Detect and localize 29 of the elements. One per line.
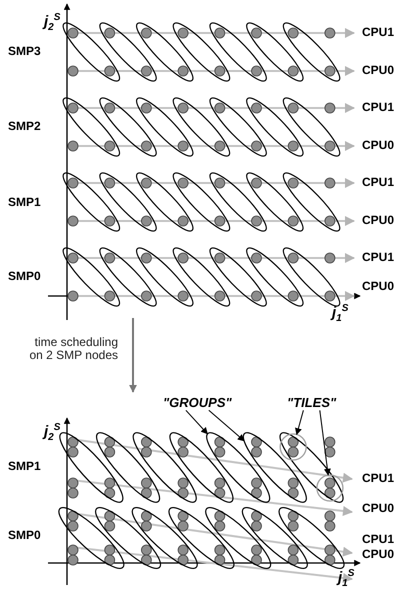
callout-text: "GROUPS" — [163, 396, 232, 410]
leader-line — [295, 410, 304, 436]
cpu-label: CPU0 — [362, 139, 394, 152]
leader-line — [208, 410, 245, 442]
tile-circle — [280, 433, 307, 461]
cpu-label: CPU0 — [362, 214, 394, 228]
leader-line — [319, 410, 331, 476]
cpu-label: CPU1 — [362, 533, 394, 546]
leader-line — [185, 410, 208, 434]
cpu-label: CPU0 — [362, 280, 394, 294]
row-label: SMP0 — [8, 270, 41, 284]
row-label: SMP1 — [8, 196, 41, 210]
cpu-label: CPU1 — [362, 26, 394, 40]
cpu-label: CPU0 — [362, 502, 394, 516]
cpu-label: CPU0 — [362, 548, 394, 562]
row-label: SMP1 — [8, 460, 41, 474]
cpu-label: CPU1 — [362, 472, 394, 486]
group-ellipse — [206, 432, 270, 503]
note-text: time scheduling on 2 SMP nodes — [28, 336, 118, 362]
group-ellipse — [242, 432, 307, 503]
cpu-label: CPU1 — [362, 176, 394, 190]
cpu-label: CPU1 — [362, 101, 394, 114]
cpu-label: CPU0 — [362, 64, 394, 78]
tile-circle — [316, 474, 344, 502]
row-label: SMP2 — [8, 120, 41, 134]
row-label: SMP0 — [8, 529, 41, 542]
row-label: SMP3 — [8, 45, 41, 58]
callout-text: "TILES" — [287, 396, 336, 410]
cpu-label: CPU1 — [362, 251, 394, 264]
